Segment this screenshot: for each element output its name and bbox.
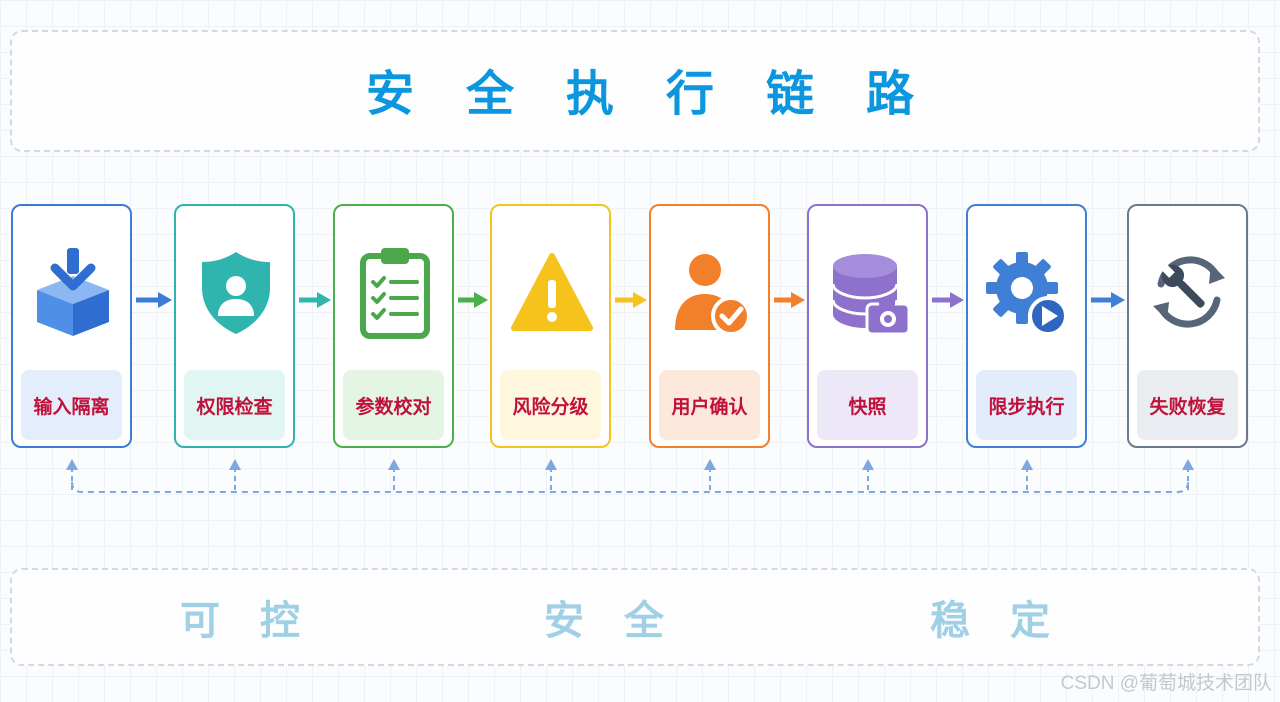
flow-arrow — [458, 292, 488, 308]
flow-arrow — [615, 292, 647, 308]
step-label: 权限检查 — [184, 370, 285, 440]
flow-arrow — [136, 292, 172, 308]
feedback-arrow — [545, 459, 557, 490]
feedback-arrow — [1021, 459, 1033, 490]
watermark: CSDN @葡萄城技术团队 — [1060, 673, 1272, 694]
step-label: 失败恢复 — [1137, 370, 1238, 440]
database-camera-icon — [827, 244, 911, 340]
step-card: 输入隔离 — [11, 204, 132, 448]
warning-icon — [510, 244, 594, 340]
step-card: 用户确认 — [649, 204, 770, 448]
wrench-recovery-icon — [1147, 244, 1231, 340]
feedback-arrow — [862, 459, 874, 490]
feedback-arrow — [229, 459, 241, 490]
flow-arrow — [932, 292, 964, 308]
value-stable: 稳定 — [930, 598, 1090, 644]
page-title: 安全执行链路 — [365, 66, 966, 122]
shield-user-icon — [194, 244, 278, 340]
feedback-arrow — [1182, 459, 1194, 490]
flow-arrow — [1091, 292, 1125, 308]
step-card: 失败恢复 — [1127, 204, 1248, 448]
step-card: 限步执行 — [966, 204, 1087, 448]
feedback-arrow — [66, 459, 78, 490]
value-controllable: 可控 — [180, 598, 340, 644]
step-card: 风险分级 — [490, 204, 611, 448]
step-card: 参数校对 — [333, 204, 454, 448]
value-safe: 安全 — [544, 598, 704, 644]
step-label: 快照 — [817, 370, 918, 440]
gear-play-icon — [986, 244, 1070, 340]
feedback-line — [71, 481, 1189, 493]
step-label: 参数校对 — [343, 370, 444, 440]
feedback-arrow — [388, 459, 400, 490]
values-panel — [10, 568, 1260, 666]
step-card: 权限检查 — [174, 204, 295, 448]
step-label: 输入隔离 — [21, 370, 122, 440]
inbox-download-icon — [31, 244, 115, 340]
user-check-icon — [669, 244, 753, 340]
step-label: 风险分级 — [500, 370, 601, 440]
flow-arrow — [774, 292, 805, 308]
clipboard-checklist-icon — [353, 244, 437, 340]
feedback-arrow — [704, 459, 716, 490]
flow-arrow — [299, 292, 331, 308]
step-label: 限步执行 — [976, 370, 1077, 440]
step-card: 快照 — [807, 204, 928, 448]
step-label: 用户确认 — [659, 370, 760, 440]
title-panel — [10, 30, 1260, 152]
